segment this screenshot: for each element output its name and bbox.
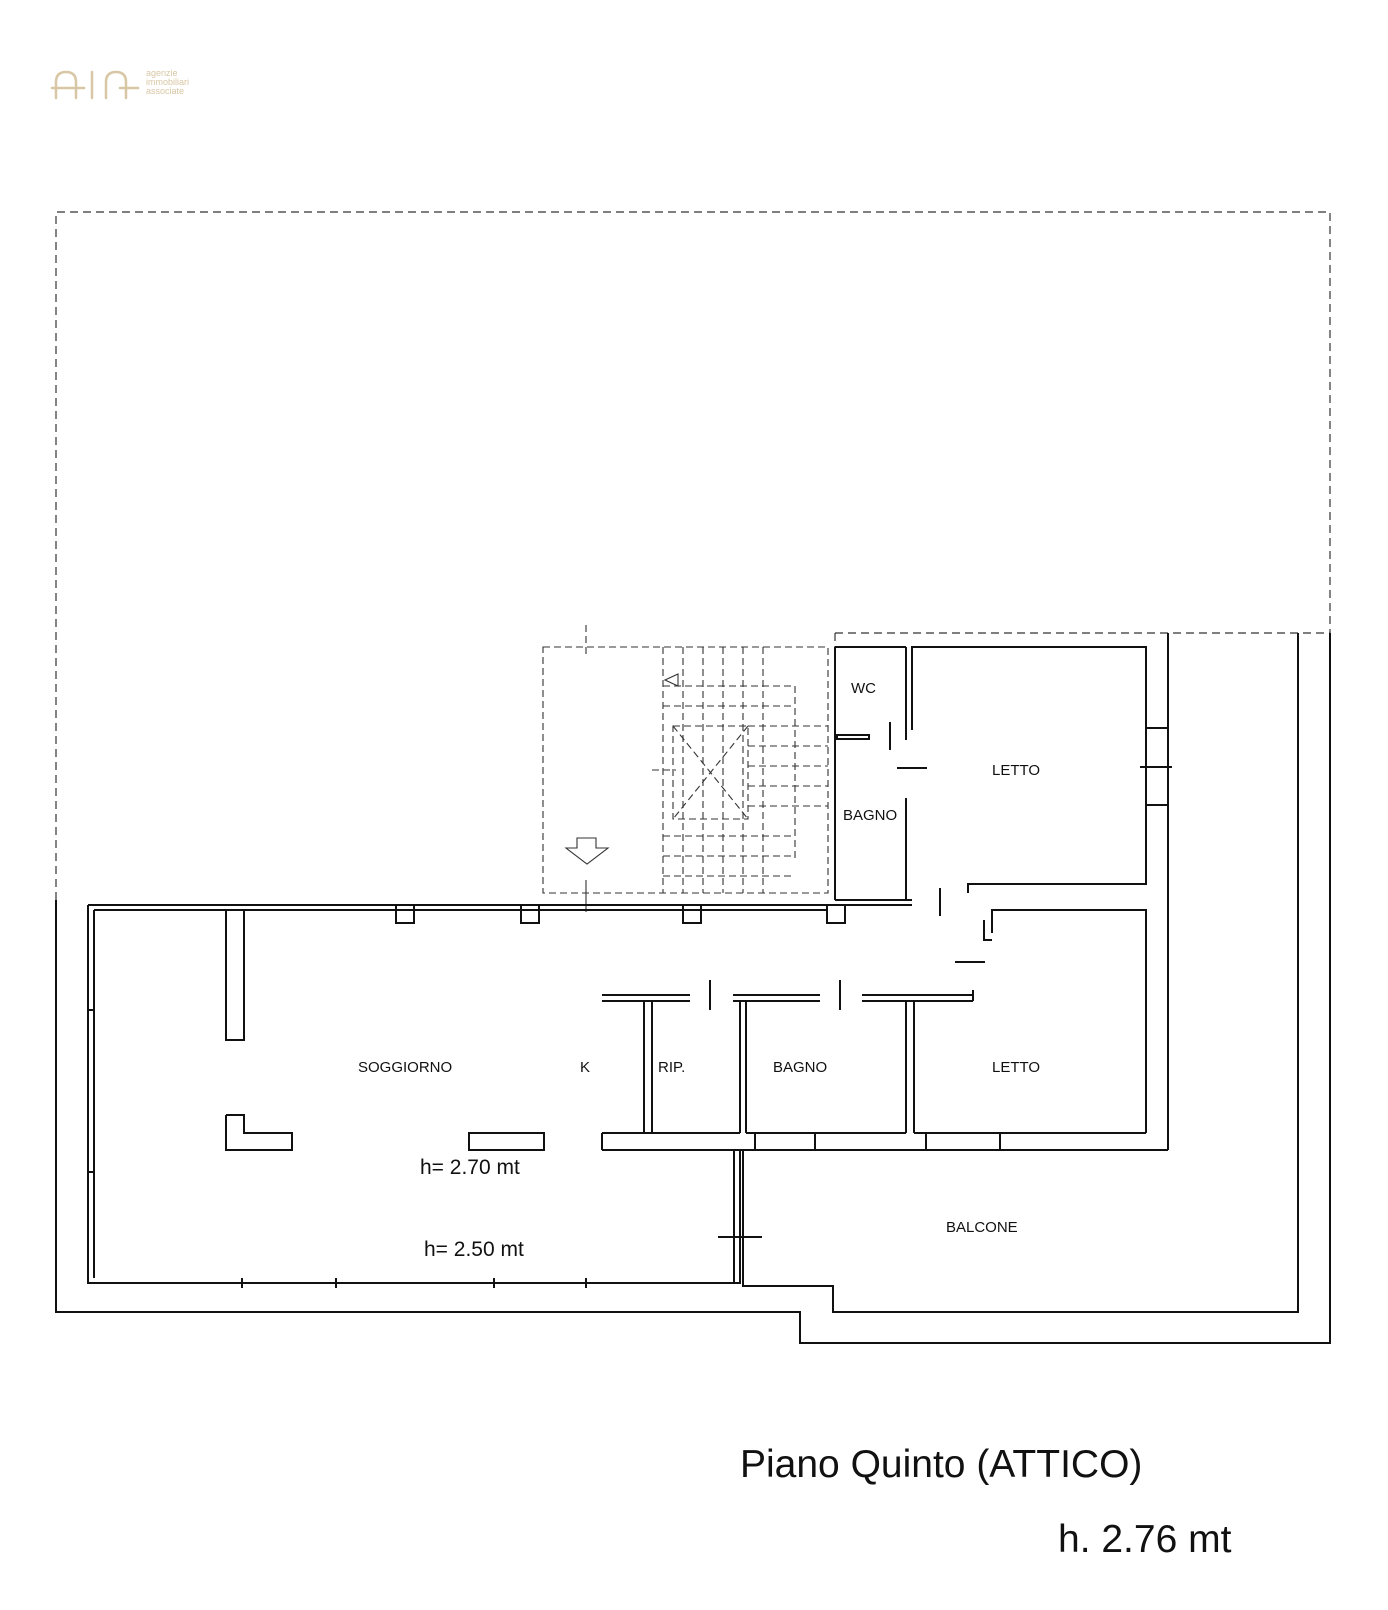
stairwell	[542, 625, 829, 894]
logo-tagline: agenzie immobiliari associate	[146, 69, 189, 96]
room-label-ripostiglio: RIP.	[658, 1059, 685, 1076]
logo-line-2: immobiliari	[146, 77, 190, 87]
room-label-soggiorno: SOGGIORNO	[358, 1059, 452, 1076]
height-label-outer: h= 2.50 mt	[424, 1238, 524, 1261]
floor-title: Piano Quinto (ATTICO)	[740, 1443, 1143, 1486]
room-label-bagno-mid: BAGNO	[773, 1059, 827, 1076]
agency-logo: agenzie immobiliari associate	[50, 64, 215, 104]
room-label-kitchen: K	[580, 1059, 590, 1076]
aia-logo-mark-icon	[50, 70, 140, 100]
room-label-bagno-left: BAGNO	[843, 807, 897, 824]
logo-line-3: associate	[146, 86, 185, 96]
height-label-inner: h= 2.70 mt	[420, 1156, 520, 1179]
room-label-letto-top: LETTO	[992, 762, 1040, 779]
stair-arrow-icon	[564, 673, 679, 912]
logo-line-1: agenzie	[146, 68, 178, 78]
walls	[55, 633, 1331, 1344]
room-label-balcone: BALCONE	[946, 1219, 1018, 1236]
roof-outline-dashed	[55, 211, 1331, 900]
room-label-wc: WC	[851, 680, 876, 697]
floor-height: h. 2.76 mt	[1058, 1518, 1232, 1561]
room-label-letto-bottom: LETTO	[992, 1059, 1040, 1076]
